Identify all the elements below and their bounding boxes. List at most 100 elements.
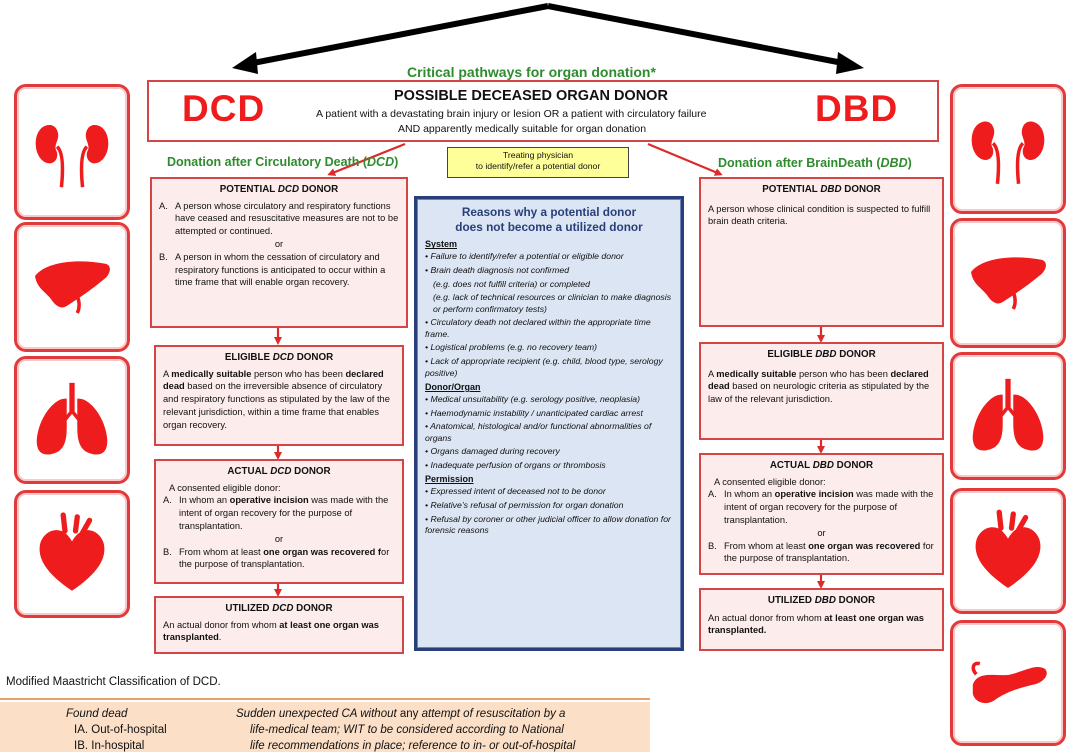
text-a: In whom an operative incision was made w… <box>179 494 395 532</box>
text-b: From whom at least one organ was recover… <box>724 540 935 566</box>
t: DONOR <box>841 184 881 195</box>
dcd-label: DCD <box>182 88 266 129</box>
organ-tile <box>14 222 130 352</box>
reason-item: • Logistical problems (e.g. no recovery … <box>425 342 598 353</box>
text-a: A person whose circulatory and respirato… <box>175 200 399 237</box>
reason-item: • Anatomical, histological and/or functi… <box>425 421 652 443</box>
t: attempt of resuscitation by a <box>418 708 566 720</box>
t-bold: medically suitable <box>716 368 797 379</box>
dcd-utilized-title: UTILIZED DCD DONOR <box>163 602 395 616</box>
text-a: In whom an operative incision was made w… <box>724 488 935 526</box>
dbd-actual-a: A. In whom an operative incision was made… <box>708 488 935 526</box>
t-abbr: DBD <box>820 184 842 195</box>
maastricht-row3-col2: life recommendations in place; reference… <box>250 740 576 752</box>
t: was made with the intent of organ recove… <box>179 495 389 531</box>
t: An actual donor from whom <box>163 619 280 630</box>
dbd-potential-box: POTENTIAL DBD DONOR A person whose clini… <box>699 177 944 327</box>
dcd-eligible-title: ELIGIBLE DCD DONOR <box>163 351 395 365</box>
t: From whom at least <box>179 546 264 557</box>
dbd-eligible-box: ELIGIBLE DBD DONOR A medically suitable … <box>699 342 944 440</box>
dbd-heading-text: Donation after BrainDeath ( <box>718 156 881 170</box>
reason-item: (e.g. does not fulfill criteria) or comp… <box>433 278 590 289</box>
organ-tile <box>950 620 1066 746</box>
reason-item: • Expressed intent of deceased not to be… <box>425 486 606 497</box>
reasons-title-line1: Reasons why a potential donor <box>461 205 637 219</box>
dcd-actual-a: A. In whom an operative incision was made… <box>163 494 395 532</box>
t-abbr: DCD <box>270 466 292 477</box>
reason-item: • Circulatory death not declared within … <box>425 317 651 339</box>
t: based on neurologic criteria as stipulat… <box>708 381 930 405</box>
dcd-potential-b: B.A person in whom the cessation of circ… <box>159 251 399 289</box>
maastricht-body <box>0 702 650 752</box>
t: POTENTIAL <box>762 184 821 195</box>
dbd-eligible-text: A medically suitable person who has been… <box>708 368 935 406</box>
reason-item: • Medical unsuitability (e.g. serology p… <box>425 394 641 405</box>
t-bold: operative incision <box>229 495 309 506</box>
reason-item: (e.g. lack of technical resources or cli… <box>433 292 672 314</box>
t: DONOR <box>833 460 874 471</box>
t-abbr: DCD <box>272 352 294 363</box>
physician-box: Treating physician to identify/refer a p… <box>447 147 629 178</box>
possible-donor-line1: A patient with a devastating brain injur… <box>316 108 707 120</box>
dbd-heading: Donation after BrainDeath (DBD) <box>718 156 912 170</box>
dcd-actual-b: B.From whom at least one organ was recov… <box>163 546 395 572</box>
dbd-actual-intro: A consented eligible donor: <box>714 476 826 487</box>
maastricht-caption: Modified Maastricht Classification of DC… <box>6 676 221 688</box>
t-bold: one organ was recovered <box>808 540 921 551</box>
possible-donor-line2: AND apparently medically suitable for or… <box>398 123 647 135</box>
t-bold: at least one organ was transplanted <box>163 619 379 643</box>
system-heading: System <box>425 239 458 250</box>
t-bold: declared dead <box>708 368 929 392</box>
physician-line2: to identify/refer a potential donor <box>475 161 601 172</box>
t-abbr: DBD <box>814 595 836 606</box>
text-b: A person in whom the cessation of circul… <box>175 251 386 288</box>
dbd-label: DBD <box>815 88 899 129</box>
t: In whom an <box>179 495 230 506</box>
dbd-utilized-box: UTILIZED DBD DONOR An actual donor from … <box>699 588 944 651</box>
t-abbr: DCD <box>272 603 294 614</box>
reason-item: • Failure to identify/refer a potential … <box>425 251 624 262</box>
dbd-utilized-text: An actual donor from whom at least one o… <box>708 612 935 638</box>
dbd-eligible-title: ELIGIBLE DBD DONOR <box>708 348 935 362</box>
kidneys-icon <box>17 87 127 217</box>
pancreas-icon <box>953 623 1063 743</box>
label-a: A. <box>163 495 172 506</box>
reasons-box: Reasons why a potential donor does not b… <box>414 196 684 651</box>
reasons-title: Reasons why a potential donor does not b… <box>425 205 673 234</box>
dbd-actual-title: ACTUAL DBD DONOR <box>708 459 935 473</box>
donor-organ-heading: Donor/Organ <box>425 382 481 393</box>
t-abbr: DBD <box>812 460 834 471</box>
t: ELIGIBLE <box>767 349 816 360</box>
reason-item: • Inadequate perfusion of organs or thro… <box>425 459 606 470</box>
t-bold: at least one organ was transplanted. <box>708 612 924 636</box>
reason-item: • Brain death diagnosis not confirmed <box>425 265 570 275</box>
dbd-actual-box: ACTUAL DBD DONOR A consented eligible do… <box>699 453 944 575</box>
organ-tile <box>14 490 130 618</box>
t: ACTUAL <box>227 466 271 477</box>
t: person who has been <box>796 368 891 379</box>
t-bold: medically suitable <box>171 368 252 379</box>
t-bold: declared dead <box>163 368 384 392</box>
organ-tile <box>950 488 1066 614</box>
t: DONOR <box>293 352 334 363</box>
label-a: A. <box>708 489 717 500</box>
kidneys-icon <box>953 87 1063 211</box>
dcd-actual-box: ACTUAL DCD DONOR A consented eligible do… <box>154 459 404 584</box>
maastricht-row1-col1: Found dead <box>66 708 128 720</box>
dcd-actual-title: ACTUAL DCD DONOR <box>163 465 395 479</box>
reason-item: • Relative’s refusal of permission for o… <box>425 499 624 510</box>
red-connectors <box>274 142 825 597</box>
dcd-utilized-text: An actual donor from whom at least one o… <box>163 619 395 645</box>
t-abbr: DBD <box>815 349 837 360</box>
organ-tile <box>950 352 1066 480</box>
label-b: B. <box>708 540 717 551</box>
organ-tile <box>950 218 1066 348</box>
dcd-potential-title: POTENTIAL DCD DONOR <box>159 183 399 197</box>
maastricht-row3-col1: IB. In-hospital <box>74 740 145 752</box>
t: . <box>218 632 222 643</box>
or-text: or <box>817 527 826 538</box>
donor-organ-list: • Medical unsuitability (e.g. serology p… <box>425 394 673 471</box>
permission-heading: Permission <box>425 474 474 485</box>
t: UTILIZED <box>767 595 815 606</box>
or-text: or <box>274 533 284 544</box>
